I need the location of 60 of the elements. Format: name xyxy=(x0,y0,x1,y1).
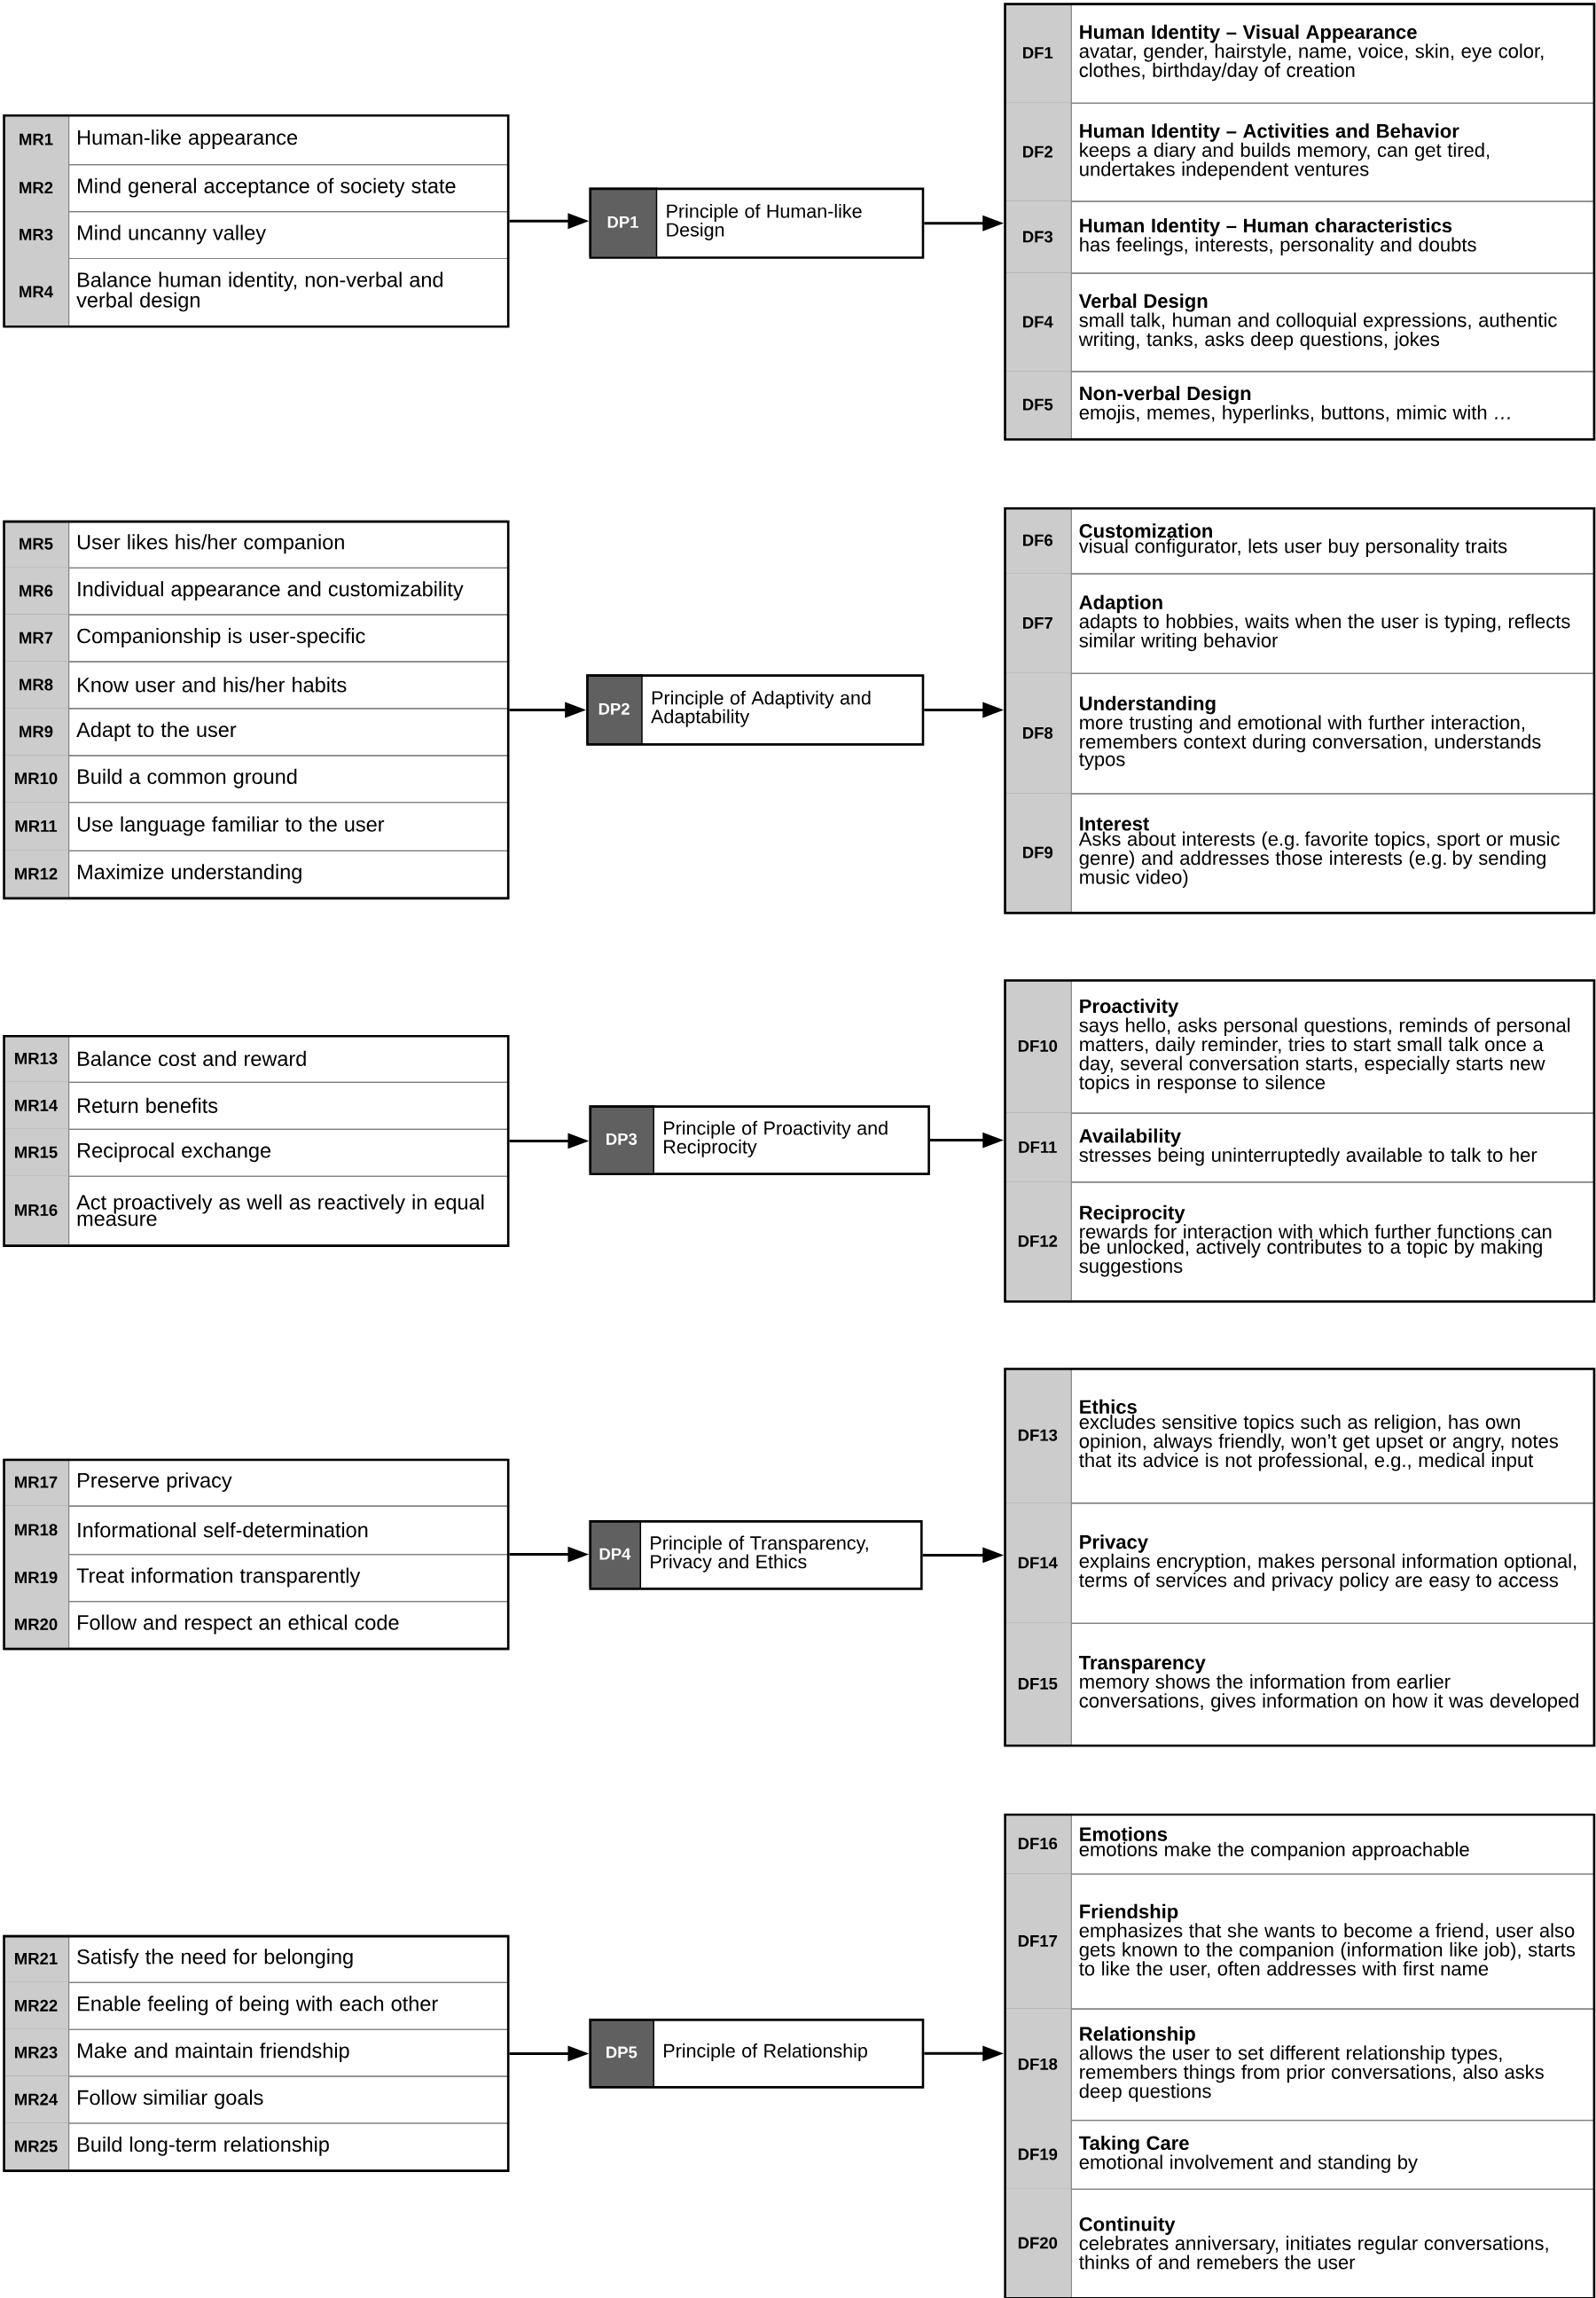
table-row: DF9 Interest Asks about interests (e.g. favorite topics, sport or music genre) and addresses those interests (e.g. by sending music video) xyxy=(1004,792,1594,914)
table-row: DF19 Taking Care emotional involvement and standing by xyxy=(1004,2119,1594,2190)
table-row: MR23 Make and maintain friendship xyxy=(3,2028,509,2077)
table-row: DF3 Human Identity – Human characteristics has feelings, interests, personality and doubts xyxy=(1004,200,1594,274)
table-row: DF2 Human Identity – Activities and Behavior keeps a diary and builds memory, can get tired, undertakes independent ventures xyxy=(1004,102,1594,202)
table-row: MR22 Enable feeling of being with each other xyxy=(3,1981,509,2030)
table-row: MR15 Reciprocal exchange xyxy=(3,1128,509,1177)
table-row: DF6 Customization visual configurator, lets user buy personality traits xyxy=(1004,506,1594,575)
table-row: DF16 Emotions emotions make the companion approachable xyxy=(1004,1813,1594,1875)
table-row: DF5 Non-verbal Design emojis, memes, hyperlinks, buttons, mimic with … xyxy=(1004,370,1594,440)
table-row: MR11 Use language familiar to the user xyxy=(3,801,509,851)
principle-box: DP1 Principle of Human-like Design xyxy=(589,186,925,259)
table-row: MR24 Follow similiar goals xyxy=(3,2074,509,2124)
table-row: MR13 Balance cost and reward xyxy=(3,1034,509,1084)
principle-box: DP5 Principle of Relationship xyxy=(589,2018,925,2089)
table xyxy=(1004,979,1596,1303)
table xyxy=(1004,506,1596,914)
table-row: MR4 Balance human identity, non-verbal and verbal design xyxy=(3,257,509,327)
table xyxy=(3,1458,510,1651)
table-row: DF13 Ethics excludes sensitive topics such as religion, has own opinion, always friendly, won’t get upset or angry, notes that its advice is not professional, e.g., medical input xyxy=(1004,1367,1594,1504)
table-row: DF12 Reciprocity rewards for interaction with which further functions can be unlocked, actively contributes to a topic by making suggestions xyxy=(1004,1180,1594,1302)
table-row: MR1 Human-like appearance xyxy=(3,114,509,166)
table-row: MR12 Maximize understanding xyxy=(3,850,509,898)
table-row: MR10 Build a common ground xyxy=(3,754,509,804)
table-row: DF20 Continuity celebrates anniversary, initiates regular conversations, thinks of and remebers the user xyxy=(1004,2188,1594,2298)
table xyxy=(1004,1813,1596,2298)
table-row: MR18 Informational self-determination xyxy=(3,1504,509,1556)
table-row: MR16 Act proactively as well as reactively in equal measure xyxy=(3,1175,509,1246)
table-row: DF4 Verbal Design small talk, human and colloquial expressions, authentic writing, tanks, asks deep questions, jokes xyxy=(1004,271,1594,373)
table-row: MR21 Satisfy the need for belonging xyxy=(3,1934,509,1983)
table-row: DF18 Relationship allows the user to set different relationship types, remembers things from prior conversations, also asks deep questions xyxy=(1004,2007,1594,2122)
table-row: DF14 Privacy explains encryption, makes personal information optional, terms of services and privacy policy are easy to access xyxy=(1004,1502,1594,1624)
table xyxy=(1004,1368,1596,1747)
table-row: MR2 Mind general acceptance of society state xyxy=(3,163,509,213)
table xyxy=(3,114,510,328)
table-row: MR8 Know user and his/her habits xyxy=(3,660,509,710)
table-row: DF8 Understanding more trusting and emotional with further interaction, remembers context during conversation, understands typos xyxy=(1004,672,1594,795)
table-row: MR20 Follow and respect an ethical code xyxy=(3,1600,509,1650)
principle-box: DP2 Principle of Adaptivity and Adaptability xyxy=(586,673,925,746)
table-row: MR3 Mind uncanny valley xyxy=(3,210,509,260)
table-row: MR25 Build long-term relationship xyxy=(3,2122,509,2171)
table-row: MR19 Treat information transparently xyxy=(3,1553,509,1603)
table xyxy=(3,1034,510,1247)
table-row: MR5 User likes his/her companion xyxy=(3,520,509,569)
table-row: MR9 Adapt to the user xyxy=(3,707,509,757)
table-row: DF15 Transparency memory shows the information from earlier conversations, gives information on how it was developed xyxy=(1004,1622,1594,1746)
table xyxy=(1004,3,1596,441)
table-row: DF7 Adaption adapts to hobbies, waits when the user is typing, reflects similar writing behavior xyxy=(1004,572,1594,674)
table-row: DF11 Availability stresses being uninterruptedly available to talk to her xyxy=(1004,1111,1594,1183)
table xyxy=(3,520,510,900)
table-row: DF17 Friendship emphasizes that she wants to become a friend, user also gets known to the companion (information like job), starts to like the user, often addresses with first name xyxy=(1004,1872,1594,2010)
principle-box: DP3 Principle of Proactivity and Reciprocity xyxy=(589,1104,930,1175)
table-row: MR7 Companionship is user-specific xyxy=(3,613,509,663)
table-row: MR17 Preserve privacy xyxy=(3,1458,509,1507)
table-row: DF1 Human Identity – Visual Appearance avatar, gender, hairstyle, name, voice, skin, eye color, clothes, birthday/day of creation xyxy=(1004,2,1594,104)
table-row: MR14 Return benefits xyxy=(3,1081,509,1130)
principle-box: DP4 Principle of Transparency, Privacy and Ethics xyxy=(589,1519,923,1590)
table-row: DF10 Proactivity says hello, asks personal questions, reminds of personal matters, daily reminder, tries to start small talk once a day, several conversation starts, especially starts new topics in response to silence xyxy=(1004,978,1594,1114)
table-row: MR6 Individual appearance and customizability xyxy=(3,567,509,616)
table xyxy=(3,1934,510,2172)
